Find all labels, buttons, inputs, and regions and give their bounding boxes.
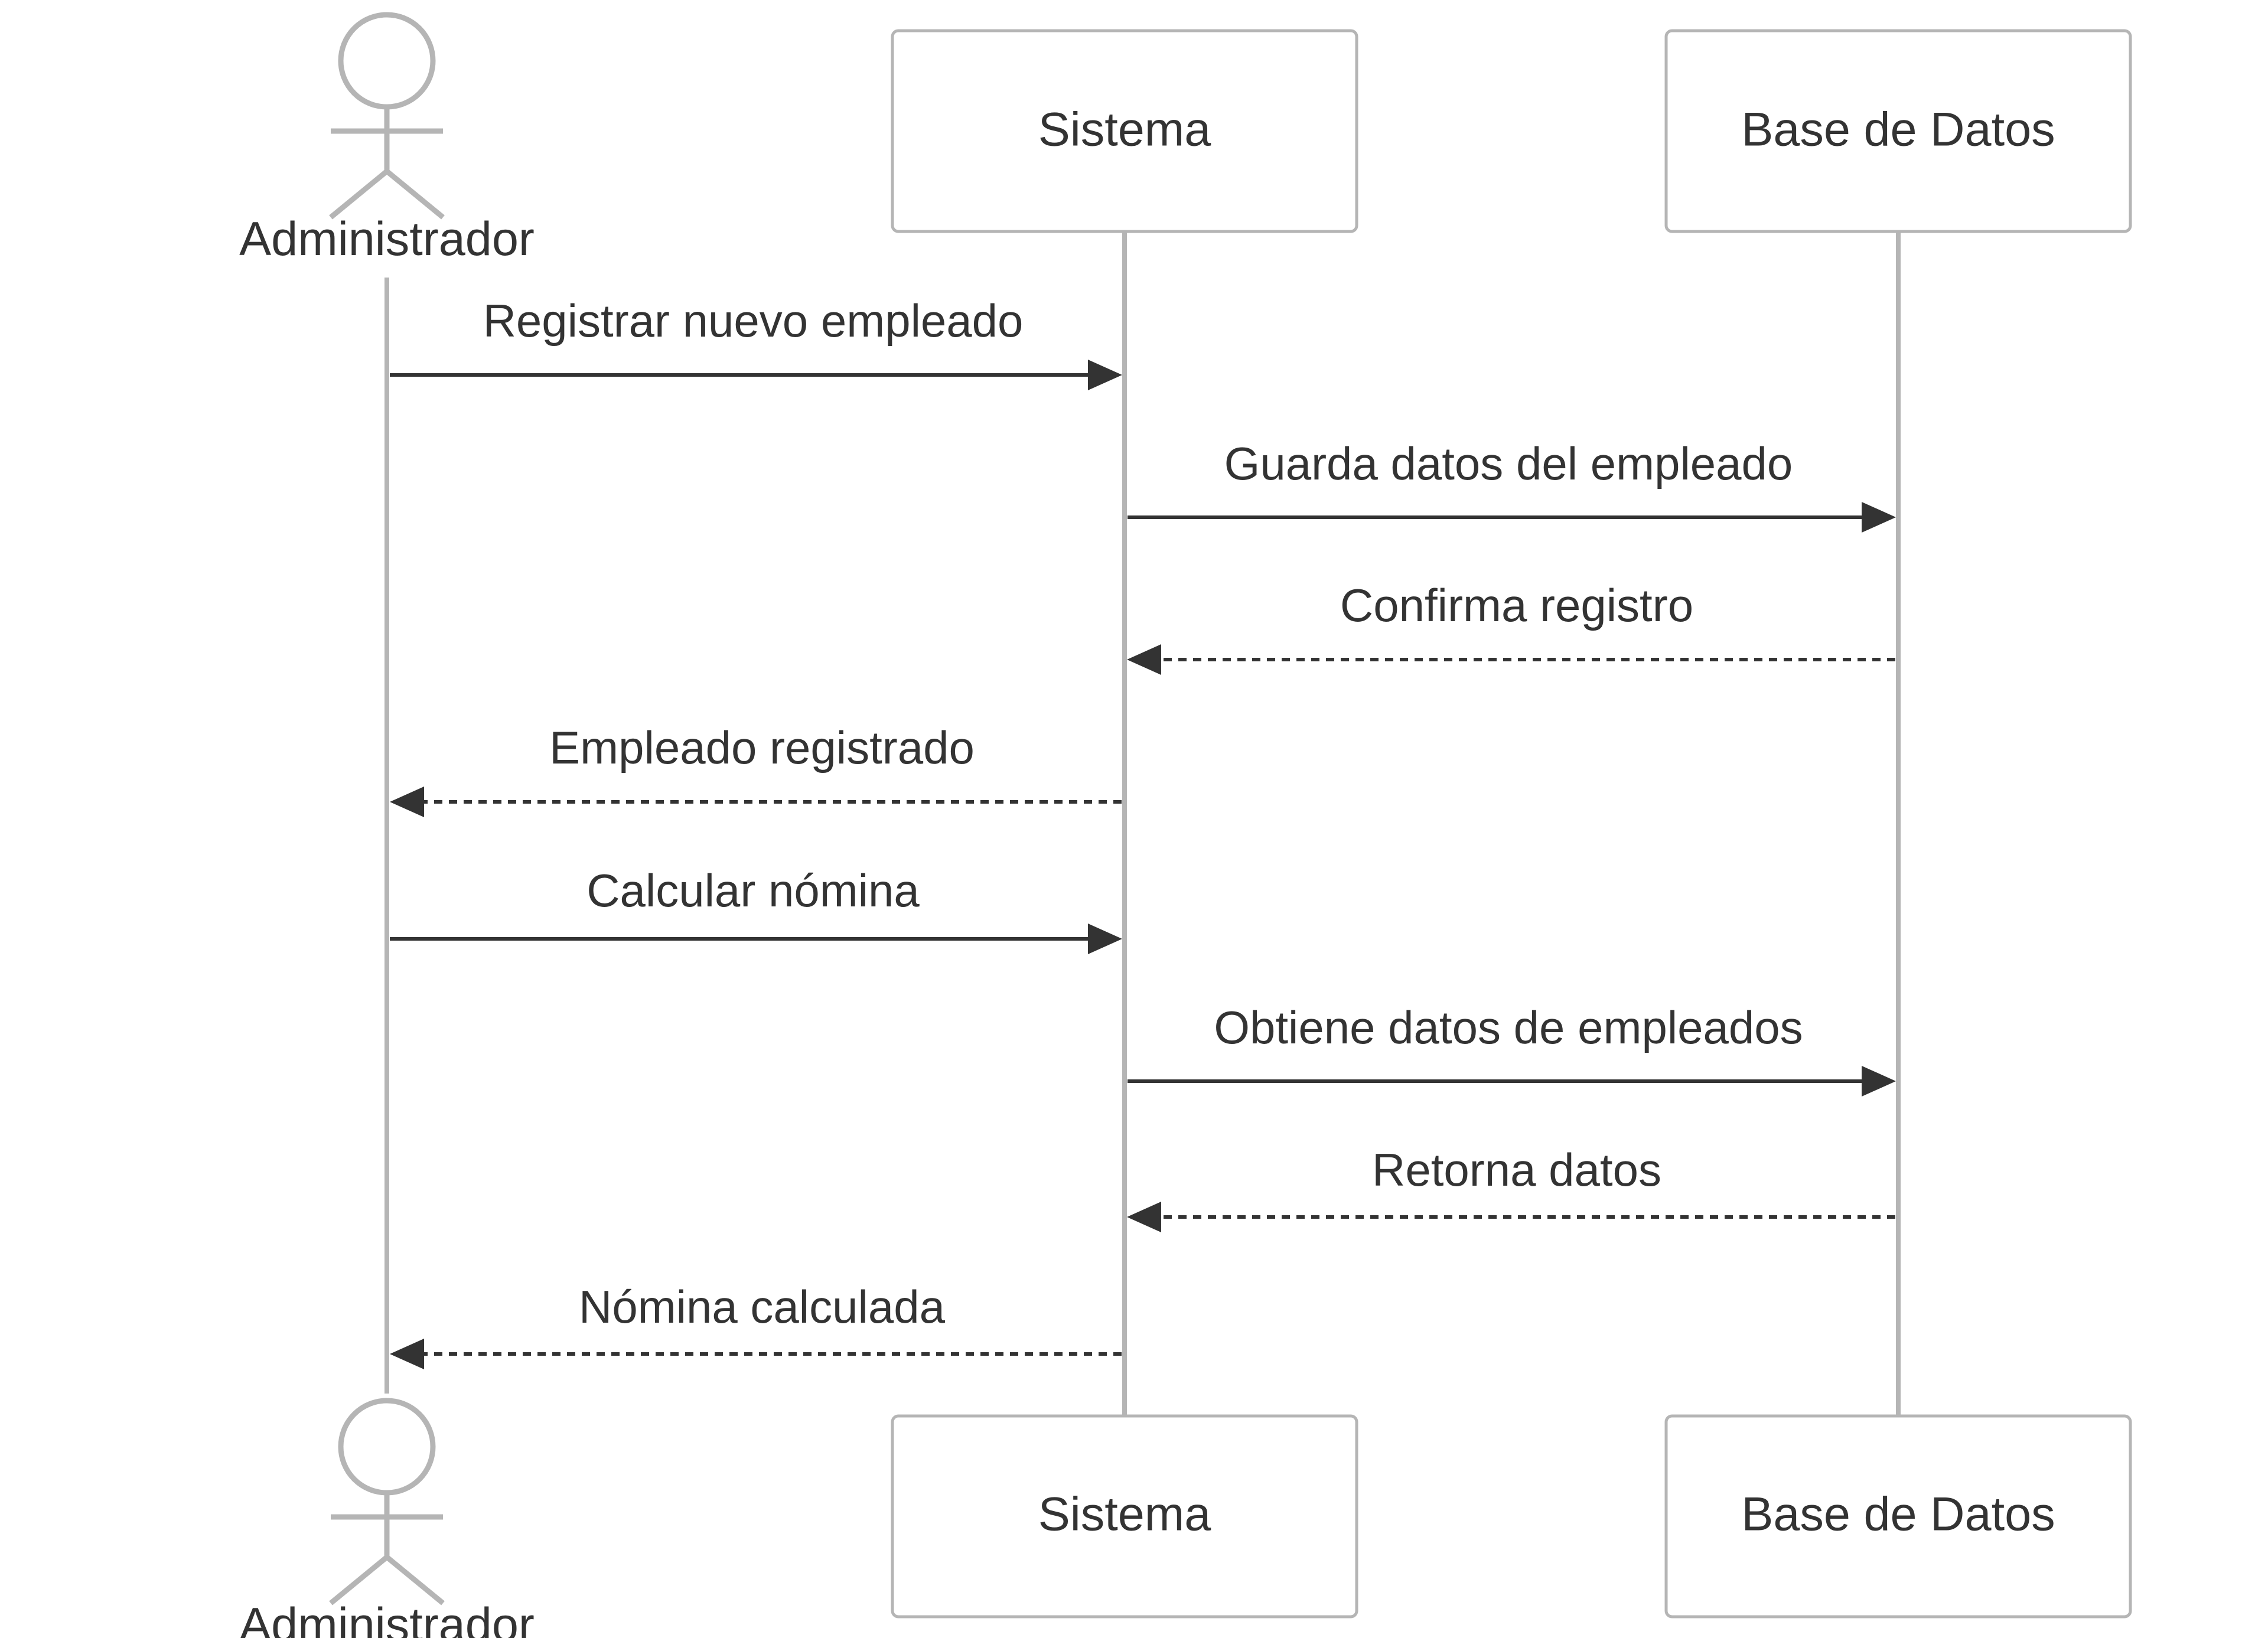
actor-label-top: Administrador bbox=[239, 213, 535, 266]
actor-head-icon bbox=[338, 12, 436, 110]
message-label: Guarda datos del empleado bbox=[1224, 438, 1793, 490]
arrowhead-right-icon bbox=[1862, 502, 1896, 533]
participant-label: Base de Datos bbox=[1741, 1487, 2055, 1541]
arrowhead-right-icon bbox=[1862, 1066, 1896, 1097]
arrowhead-left-icon bbox=[390, 787, 424, 817]
participant-label: Sistema bbox=[1038, 1487, 1212, 1541]
message-label: Obtiene datos de empleados bbox=[1214, 1001, 1803, 1053]
actor-head-icon bbox=[338, 1398, 436, 1496]
message-8: Nómina calculada bbox=[390, 1281, 1122, 1369]
message-label: Retorna datos bbox=[1372, 1144, 1661, 1196]
participant-box bbox=[1664, 1414, 2132, 1619]
message-label: Empleado registrado bbox=[549, 722, 975, 774]
participant-sistema-bottom: Sistema bbox=[891, 1414, 1358, 1619]
arrowhead-left-icon bbox=[1127, 1202, 1161, 1232]
message-label: Confirma registro bbox=[1340, 579, 1693, 631]
participant-box bbox=[1664, 29, 2132, 233]
actor-right-leg bbox=[385, 1555, 445, 1606]
message-7: Retorna datos bbox=[1127, 1144, 1895, 1232]
actor-left-leg bbox=[329, 169, 389, 220]
arrowhead-left-icon bbox=[390, 1339, 424, 1369]
participant-label: Sistema bbox=[1038, 103, 1212, 156]
message-4: Empleado registrado bbox=[390, 722, 1122, 817]
actor-left-leg bbox=[329, 1555, 389, 1606]
arrowhead-right-icon bbox=[1088, 924, 1122, 954]
actor-right-leg bbox=[385, 169, 445, 220]
participant-box bbox=[891, 29, 1358, 233]
message-6: Obtiene datos de empleados bbox=[1128, 1001, 1896, 1097]
arrowhead-left-icon bbox=[1127, 644, 1161, 675]
message-5: Calcular nómina bbox=[390, 864, 1122, 954]
actor-administrador-bottom: Administrador bbox=[239, 1398, 535, 1638]
message-1: Registrar nuevo empleado bbox=[390, 295, 1122, 390]
participant-label: Base de Datos bbox=[1741, 103, 2055, 156]
message-label: Nómina calculada bbox=[579, 1281, 946, 1333]
message-label: Registrar nuevo empleado bbox=[483, 295, 1024, 347]
message-2: Guarda datos del empleado bbox=[1128, 438, 1896, 533]
arrowhead-right-icon bbox=[1088, 360, 1122, 390]
participant-base-de-datos-top: Base de Datos bbox=[1664, 29, 2132, 233]
participant-sistema-top: Sistema bbox=[891, 29, 1358, 233]
message-3: Confirma registro bbox=[1127, 579, 1895, 675]
actor-administrador-top: Administrador bbox=[239, 12, 535, 266]
participant-base-de-datos-bottom: Base de Datos bbox=[1664, 1414, 2132, 1619]
actor-label-bottom: Administrador bbox=[239, 1598, 535, 1638]
participant-box bbox=[891, 1414, 1358, 1619]
message-label: Calcular nómina bbox=[586, 864, 920, 916]
